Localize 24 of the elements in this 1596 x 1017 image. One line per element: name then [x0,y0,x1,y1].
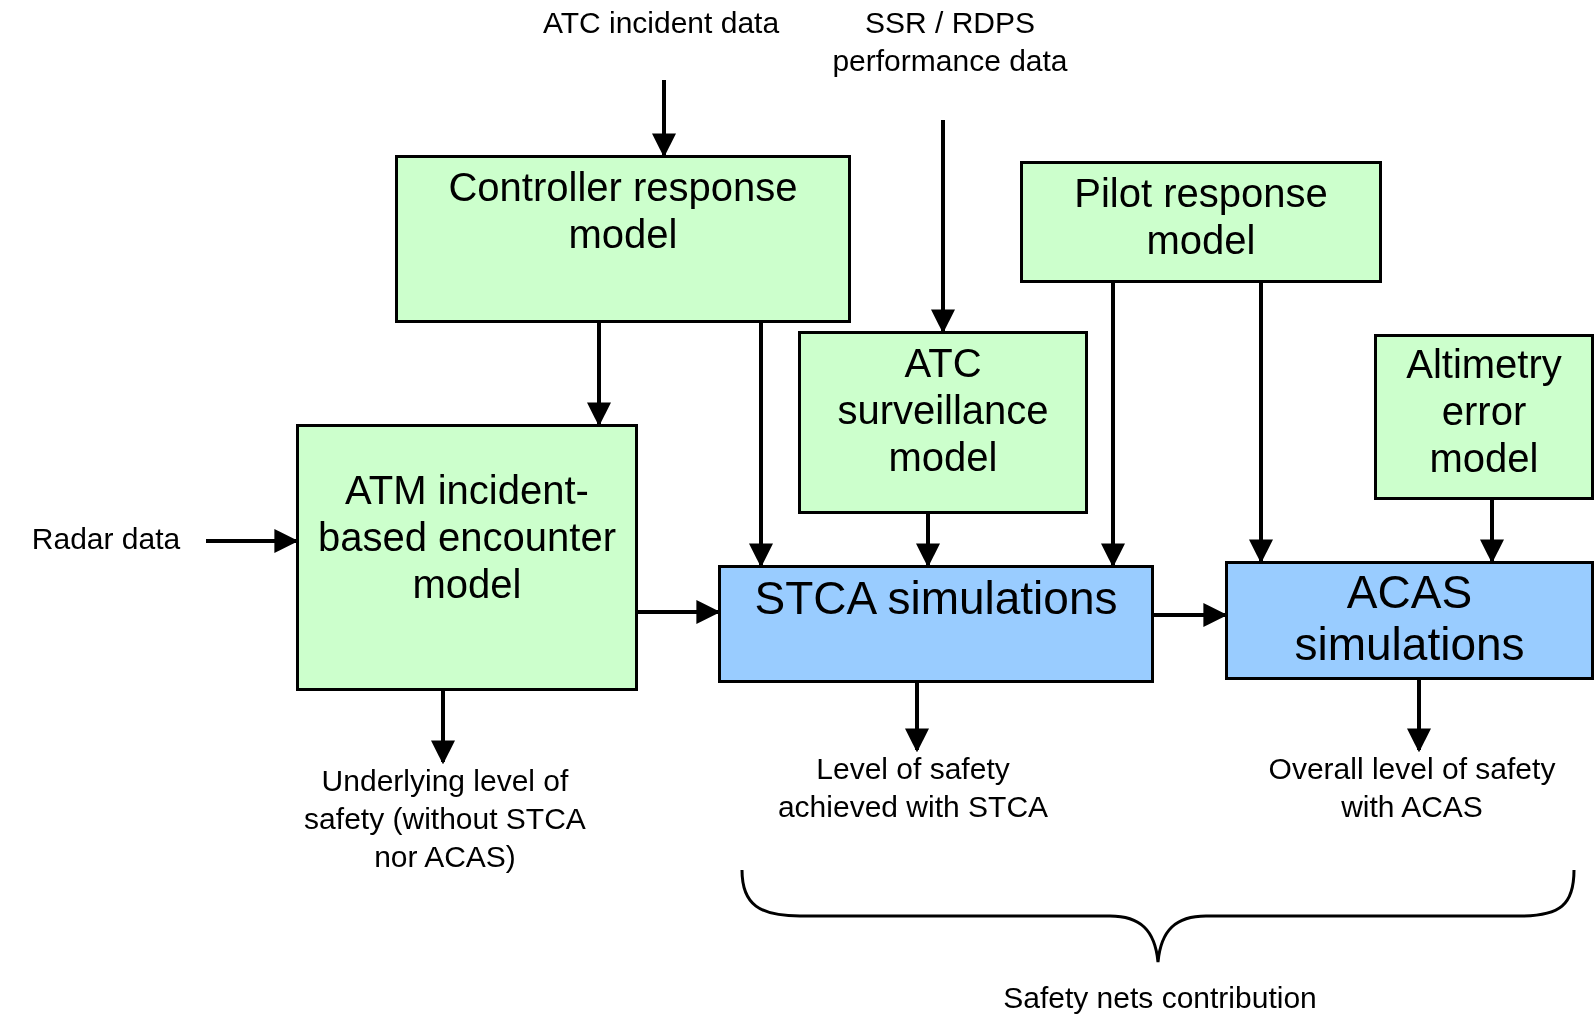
model-box [395,155,851,323]
box-label: ATC surveillance model [836,340,1050,481]
io-label: SSR / RDPS performance data [810,4,1090,80]
model-box [1020,161,1382,283]
brace-label: Safety nets contribution [1002,981,1318,1015]
io-label: Level of safety achieved with STCA [760,750,1066,826]
model-box [296,424,638,691]
io-label: Overall level of safety with ACAS [1262,750,1562,826]
box-label: Controller response model [447,164,799,258]
simulation-box [1225,561,1594,680]
io-label: ATC incident data [530,4,792,42]
arrow [431,691,455,765]
io-label: Radar data [6,520,206,558]
io-label: Underlying level of safety (without STCA nor ACAS) [290,762,600,876]
box-label: STCA simulations [754,572,1118,624]
box-label: Pilot response model [1073,170,1329,264]
arrow [905,683,929,753]
box-label: ATM incident-based encounter model [317,467,617,608]
arrow [1407,680,1431,753]
model-box [798,331,1088,514]
box-label: Altimetry error model [1405,341,1563,482]
box-label: ACAS simulations [1293,566,1526,670]
simulation-box [718,565,1154,683]
model-box [1374,334,1594,500]
